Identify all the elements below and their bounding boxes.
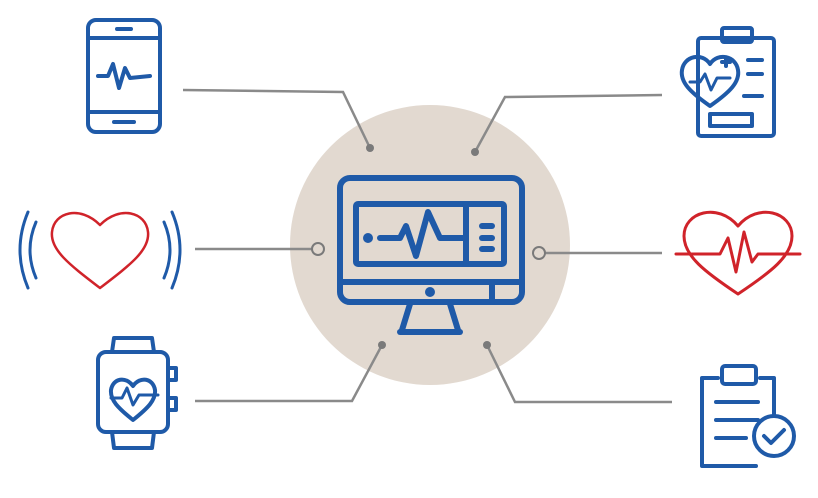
clipboard-check-icon <box>700 364 796 468</box>
smartphone-ecg-icon <box>86 18 162 134</box>
heart-signal-icon <box>18 210 182 290</box>
heart-ecg-icon <box>674 210 802 296</box>
connector-top-left <box>182 88 372 149</box>
center-circle <box>290 105 570 385</box>
clipboard-heart-icon <box>679 26 776 138</box>
connector-top-right <box>473 93 663 153</box>
connector-bottom-right <box>485 344 672 404</box>
smartwatch-heart-icon <box>96 336 178 450</box>
connector-bottom-left <box>195 344 384 403</box>
connectors <box>182 88 672 404</box>
monitor-ecg-icon <box>337 175 525 335</box>
